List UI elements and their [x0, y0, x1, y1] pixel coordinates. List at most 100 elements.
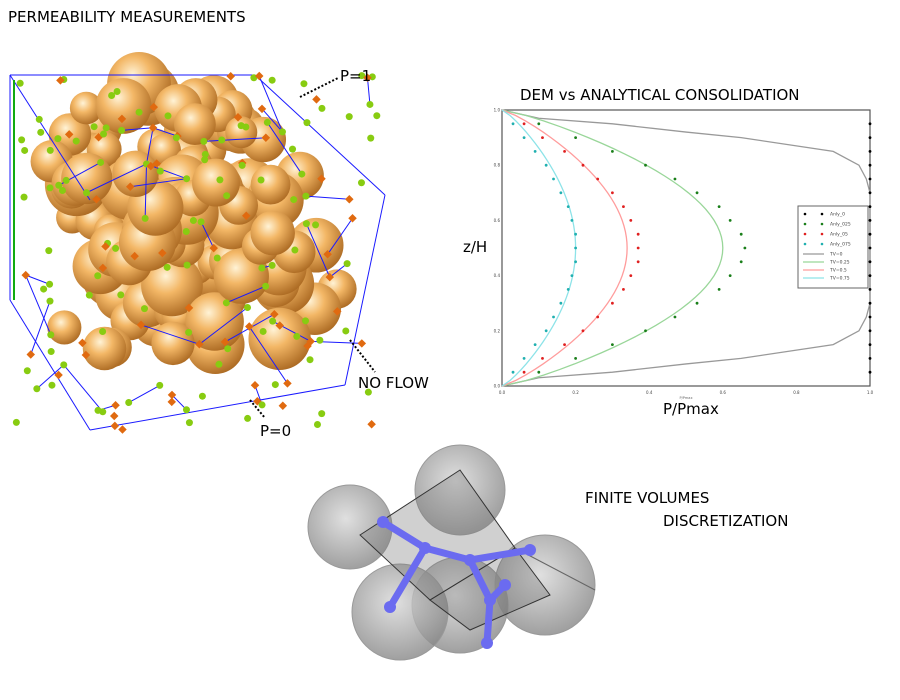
chart-xlabel: P/Pmax: [663, 400, 719, 418]
pore-node: [303, 119, 311, 127]
boundary-node: [146, 161, 156, 171]
network-edge: [258, 75, 283, 133]
legend-label: Anly_0: [830, 212, 845, 218]
chart-title: DEM vs ANALYTICAL CONSOLIDATION: [520, 86, 800, 104]
pore-node: [306, 356, 314, 364]
boundary-node: [92, 195, 101, 204]
pore-node: [366, 100, 374, 108]
network-edge: [63, 364, 104, 413]
pore-node: [18, 136, 26, 144]
boundary-node: [278, 401, 288, 410]
data-point-Anly_0: [868, 150, 872, 153]
pore-node: [21, 146, 29, 154]
legend-label: TV=0.5: [829, 268, 847, 274]
boundary-node: [56, 76, 65, 85]
cube-edge: [9, 299, 91, 431]
pore-node: [102, 124, 110, 132]
pore-node: [35, 115, 43, 123]
boundary-node: [167, 390, 177, 400]
data-point-Anly_025: [717, 205, 721, 209]
pore-node: [183, 175, 191, 183]
glass-sphere: [351, 563, 449, 661]
pore-node: [367, 134, 375, 142]
pore-node: [83, 189, 91, 197]
boundary-node: [110, 421, 120, 431]
boundary-node: [275, 321, 284, 330]
pore-node: [357, 179, 365, 187]
boundary-node: [136, 320, 146, 330]
fv-label-2: DISCRETIZATION: [663, 512, 789, 530]
legend-marker: [820, 222, 824, 226]
pore-node: [182, 227, 190, 235]
cube-edge: [9, 74, 91, 201]
data-point-Anly_075: [570, 219, 574, 222]
bond-stick: [421, 544, 474, 564]
boundary-node: [312, 95, 321, 104]
network-edge: [200, 221, 215, 249]
data-point-Anly_05: [522, 122, 526, 126]
boundary-node: [261, 133, 271, 143]
data-point-Anly_075: [533, 343, 537, 346]
particle-sphere: [82, 326, 127, 371]
pore-node: [268, 76, 276, 84]
pore-node: [271, 381, 279, 389]
data-point-Anly_0: [868, 357, 872, 360]
pore-ball: [464, 554, 476, 566]
data-point-Anly_05: [541, 136, 544, 140]
series-line-TV=0.5: [501, 109, 628, 387]
boundary-node: [98, 263, 108, 273]
boundary-node: [220, 337, 230, 347]
particle-sphere: [173, 103, 216, 145]
data-point-Anly_075: [522, 357, 526, 360]
noflow-pointer: [349, 339, 376, 373]
pore-ball: [481, 637, 493, 649]
pore-node: [215, 360, 223, 368]
pore-node: [358, 72, 366, 80]
particle-sphere: [185, 292, 244, 351]
pore-node: [300, 80, 308, 88]
boundary-node: [245, 322, 254, 331]
legend-label: TV=0: [829, 252, 843, 258]
network-edge: [146, 127, 154, 165]
tetrahedron: [429, 547, 551, 631]
data-point-Anly_0: [868, 288, 872, 291]
pore-node: [183, 261, 191, 269]
pore-node: [364, 388, 372, 396]
data-point-Anly_0: [868, 315, 872, 319]
legend-marker: [803, 242, 807, 246]
network-edge: [366, 77, 371, 105]
boundary-node: [357, 339, 367, 348]
data-point-Anly_05: [596, 315, 600, 319]
data-point-Anly_075: [552, 315, 555, 319]
glass-sphere: [414, 444, 506, 536]
data-point-Anly_05: [581, 163, 585, 167]
data-point-Anly_075: [574, 260, 577, 264]
pore-node: [117, 291, 125, 299]
pore-node: [62, 176, 70, 184]
boundary-node: [158, 248, 167, 258]
pore-node: [258, 401, 266, 409]
boundary-node: [184, 303, 194, 313]
boundary-node: [323, 250, 332, 259]
pore-node: [244, 414, 252, 422]
pore-node: [54, 135, 62, 143]
data-point-Anly_0: [868, 205, 872, 209]
pore-node: [342, 327, 350, 335]
pore-node: [172, 134, 180, 142]
data-point-Anly_025: [728, 219, 732, 222]
boundary-node: [254, 71, 264, 81]
pore-node: [313, 420, 321, 428]
pore-node: [302, 220, 310, 228]
label-no-flow: NO FLOW: [358, 374, 429, 392]
pore-node: [94, 406, 102, 414]
pore-node: [182, 406, 190, 414]
particle-sphere: [225, 116, 258, 149]
pore-node: [262, 282, 270, 290]
data-point-Anly_075: [511, 370, 515, 374]
data-point-Anly_025: [673, 177, 677, 181]
boundary-node: [209, 243, 218, 253]
y-tick-label: 0.2: [494, 328, 501, 333]
data-point-Anly_0: [868, 232, 872, 236]
boundary-node: [126, 182, 135, 191]
